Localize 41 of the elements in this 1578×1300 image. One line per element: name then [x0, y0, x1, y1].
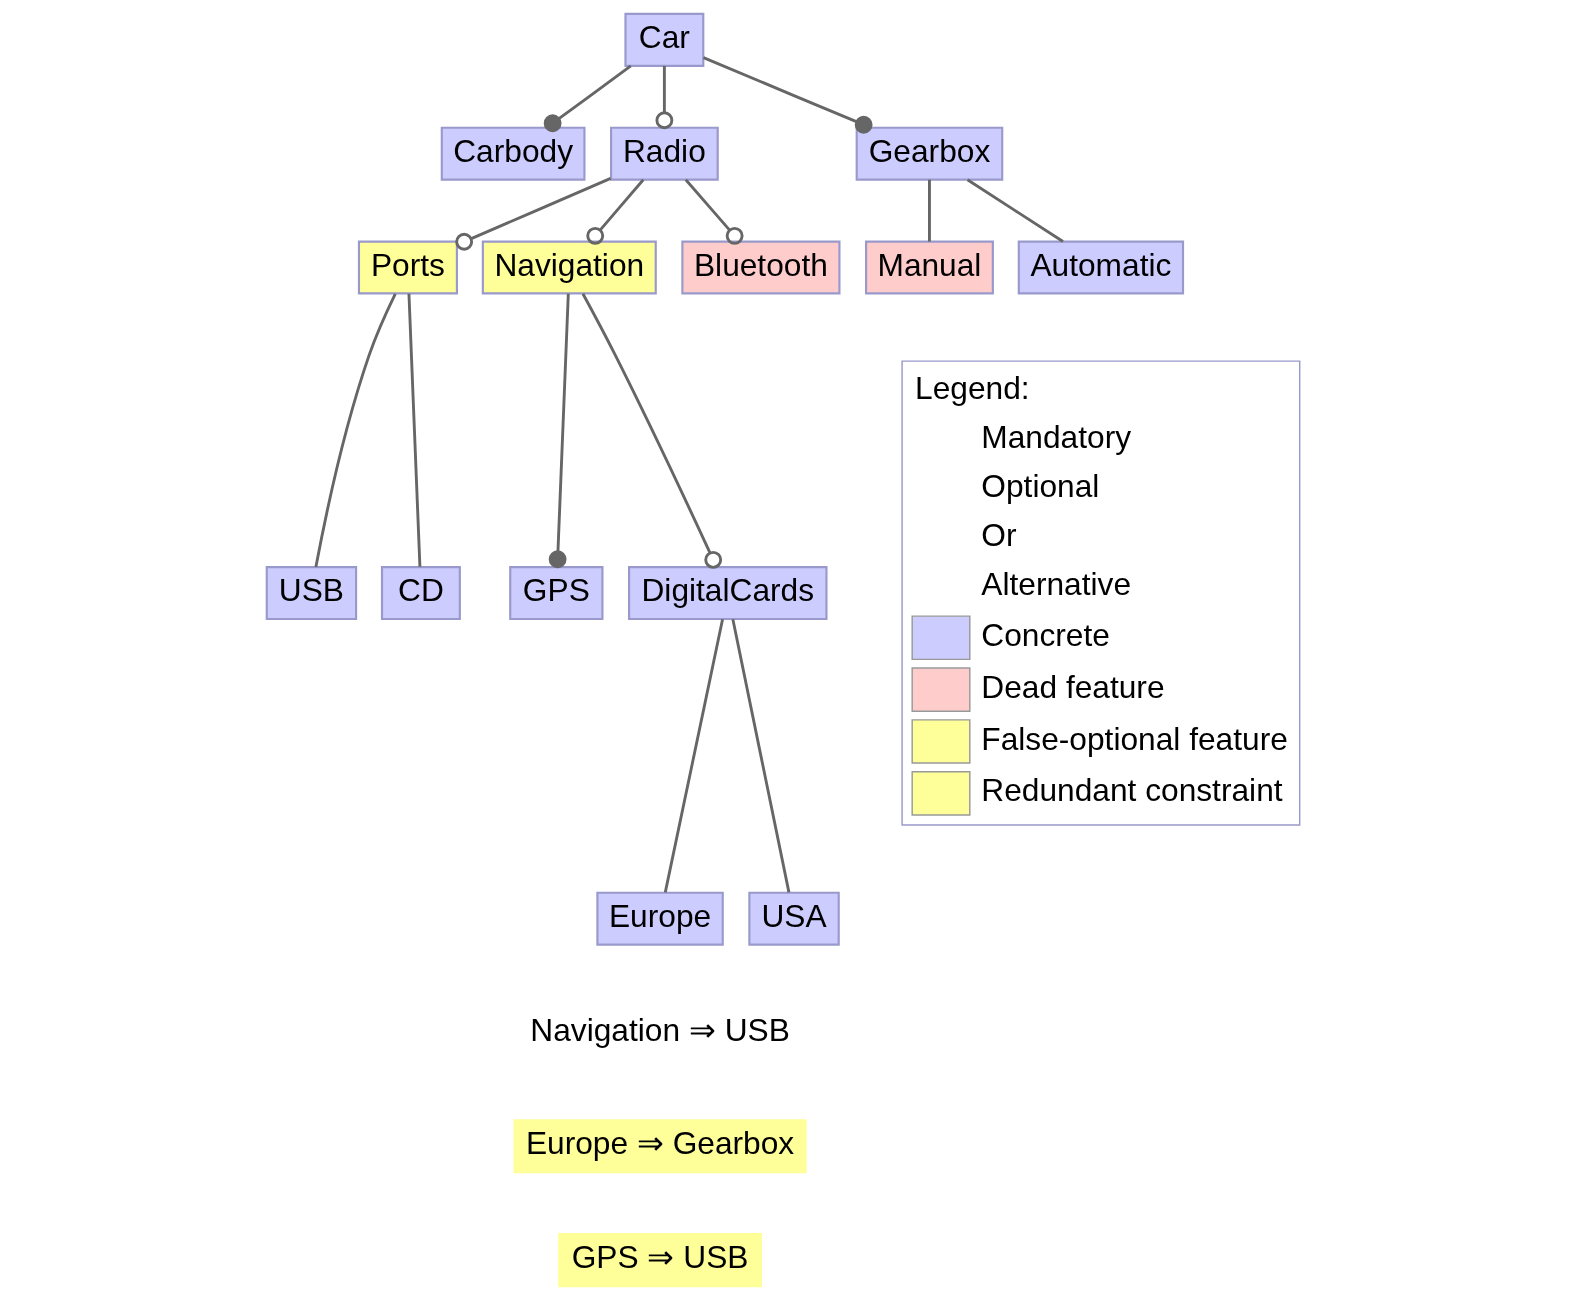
node-box: Navigation	[481, 240, 657, 295]
connector	[928, 179, 931, 242]
connector	[702, 56, 873, 134]
connector	[684, 178, 744, 245]
node-box: GPS	[509, 566, 604, 621]
node-box: DigitalCards	[628, 566, 828, 621]
node-box: Europe ⇒ Gearbox	[513, 1119, 807, 1174]
connector	[655, 65, 674, 130]
node-box: Ports	[357, 240, 458, 295]
node-box: USA	[748, 891, 840, 946]
connector	[455, 177, 612, 251]
legend-label: Or	[981, 517, 1017, 554]
legend-label: False-optional feature	[981, 720, 1288, 757]
node-box: Car	[624, 12, 705, 67]
node-box: Radio	[610, 126, 719, 181]
node-box: Carbody	[440, 126, 586, 181]
node-box: USB	[265, 566, 358, 621]
legend-label: Optional	[981, 468, 1100, 505]
node-box: Automatic	[1017, 240, 1185, 295]
legend-label: Dead feature	[981, 668, 1165, 705]
connector	[407, 293, 422, 567]
legend-label: Alternative	[981, 566, 1132, 603]
connector	[314, 293, 397, 568]
legend-label: Redundant constraint	[981, 772, 1283, 809]
connector	[731, 619, 791, 893]
connector	[548, 293, 570, 569]
connector	[966, 178, 1064, 243]
connector	[581, 293, 723, 569]
legend-label: Concrete	[981, 616, 1110, 653]
connector	[586, 178, 645, 245]
node-box: CD	[380, 566, 461, 621]
node-box: Gearbox	[855, 126, 1004, 181]
connector	[663, 619, 724, 893]
node-box: Manual	[865, 240, 994, 295]
label: Legend:	[915, 370, 1030, 407]
label: Navigation ⇒ USB	[530, 1011, 790, 1048]
node-box: GPS ⇒ USB	[558, 1233, 762, 1288]
node-box: Bluetooth	[681, 240, 841, 295]
legend-label: Mandatory	[981, 419, 1132, 456]
connector	[543, 64, 632, 133]
node-box: Europe	[596, 891, 724, 946]
